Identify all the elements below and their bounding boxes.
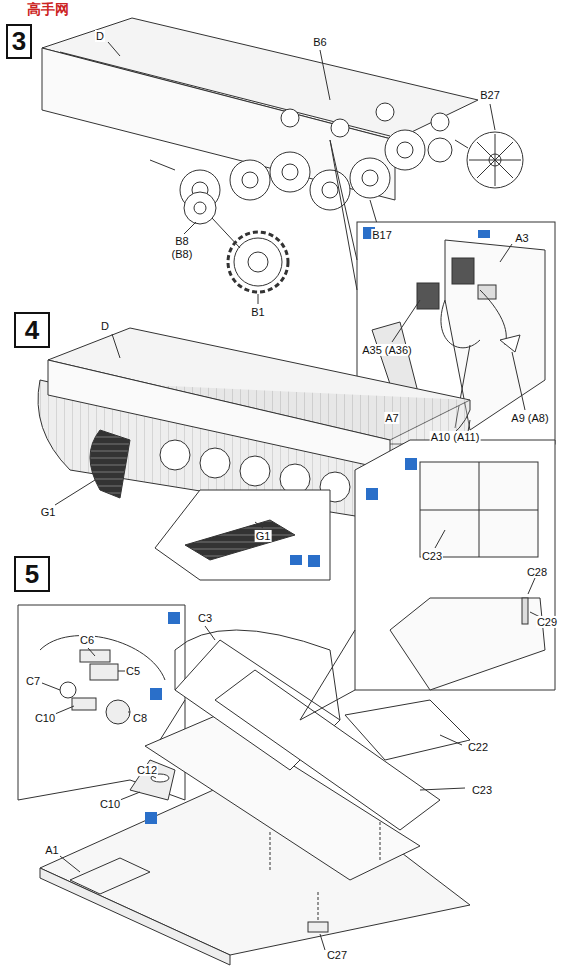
part-number: B6: [312, 36, 327, 48]
part-number: C3: [197, 612, 213, 624]
part-number: D: [95, 30, 105, 42]
part-number: C29: [536, 616, 558, 628]
part-number: C12: [136, 764, 158, 776]
part-number: C10: [34, 712, 56, 724]
part-number: C5: [125, 665, 141, 677]
step-number-box: 4: [14, 312, 50, 348]
part-number: A3: [514, 232, 529, 244]
part-number: A9 (A8): [510, 412, 549, 424]
part-number: A35 (A36): [361, 344, 413, 356]
part-number: C10: [99, 798, 121, 810]
step-number: 5: [25, 559, 39, 590]
step-number: 4: [25, 315, 39, 346]
part-number: C23: [421, 550, 443, 562]
part-number: D: [100, 320, 110, 332]
part-number: B27: [479, 89, 501, 101]
part-number: C28: [526, 566, 548, 578]
step-number-box: 5: [14, 556, 50, 592]
watermark: 高手网: [26, 2, 70, 17]
part-number: C22: [467, 741, 489, 753]
part-number: C23: [471, 784, 493, 796]
part-number: B8: [174, 235, 189, 247]
part-number: C8: [132, 712, 148, 724]
step-number-box: 3: [6, 24, 32, 59]
step-number: 3: [12, 26, 26, 57]
part-number: C27: [326, 949, 348, 961]
part-number: A7: [384, 412, 399, 424]
part-number: A1: [44, 844, 59, 856]
part-number: (B8): [171, 248, 194, 260]
part-number: C6: [79, 634, 95, 646]
part-number: G1: [40, 506, 57, 518]
part-number: A10 (A11): [430, 431, 481, 443]
part-number: C7: [25, 675, 41, 687]
part-number: G1: [255, 530, 272, 542]
part-number: B1: [250, 306, 265, 318]
part-number: B17: [371, 229, 393, 241]
